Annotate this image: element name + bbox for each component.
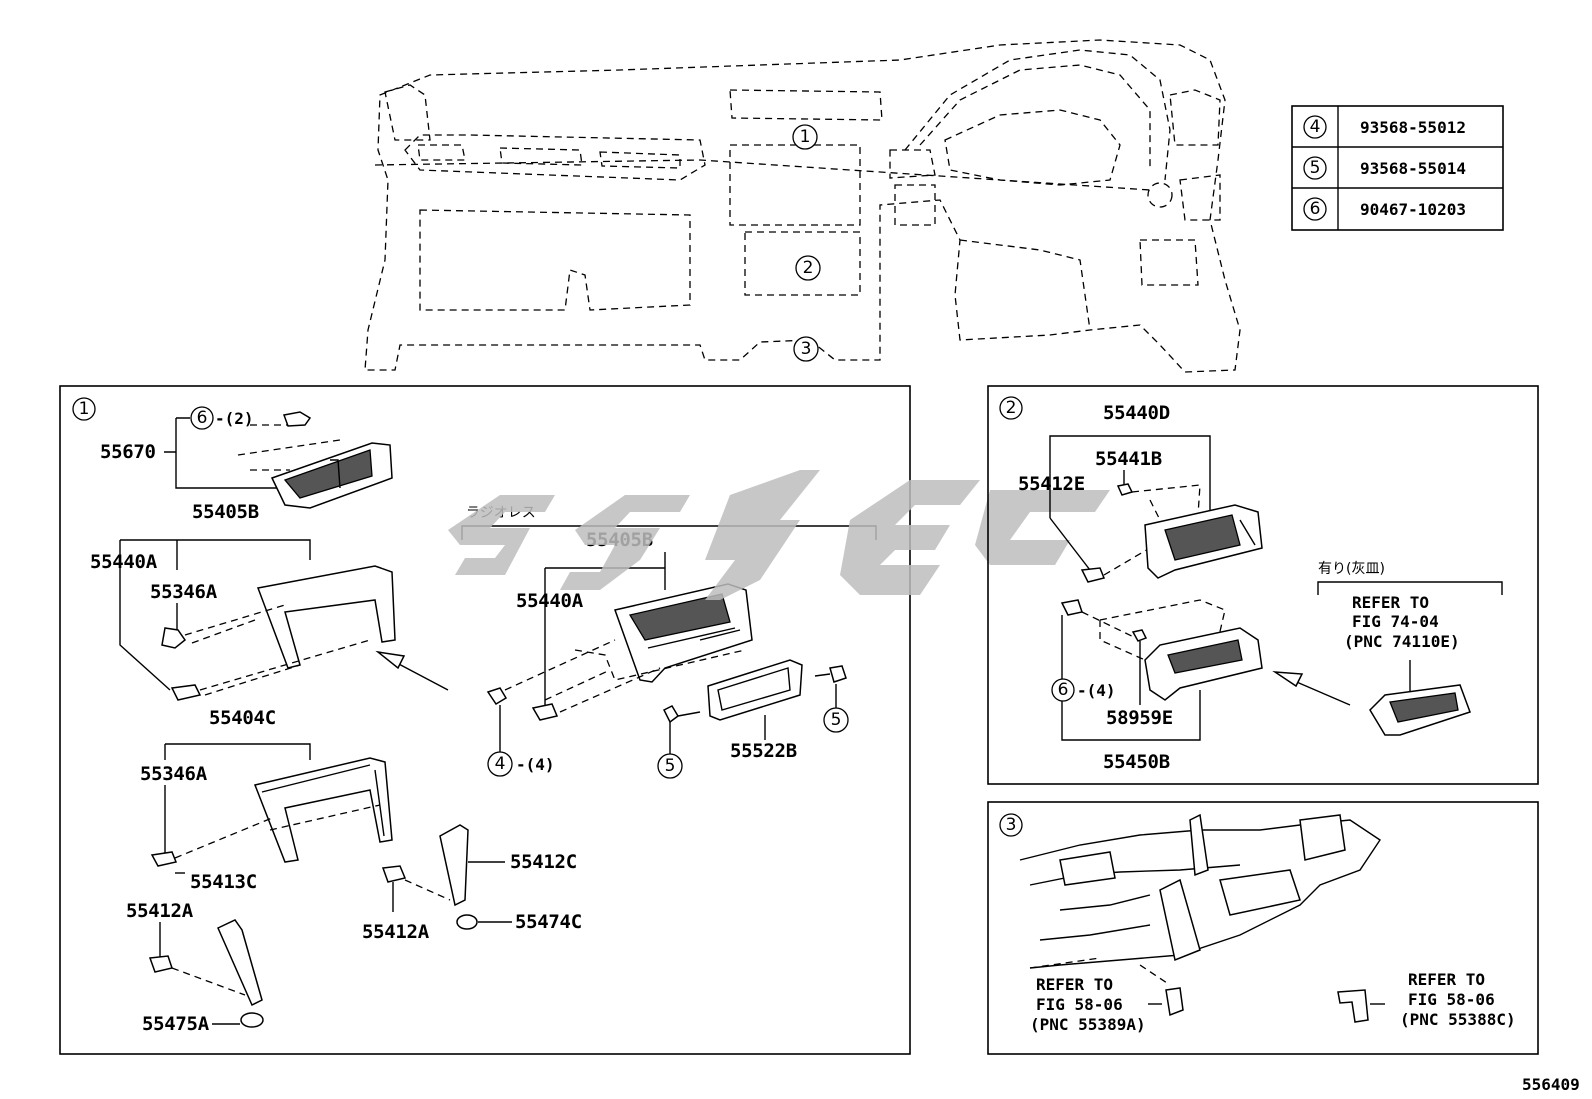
part-55412A-right-label: 55412A: [362, 921, 430, 943]
panel-2-number: 2: [1006, 398, 1017, 418]
refer-55389A-line2: FIG 58-06: [1036, 995, 1123, 1014]
figure-id: 556409: [1522, 1075, 1580, 1094]
ref-5-right-callout: 5: [831, 710, 842, 730]
part-55404C-label: 55404C: [209, 707, 276, 729]
fastener-table: 4 93568-55012 5 93568-55014 6 90467-1020…: [1291, 105, 1504, 231]
table-part-6: 90467-10203: [1360, 200, 1466, 219]
qty-4-label: -(4): [516, 755, 555, 774]
ref-6-panel2-callout: 6: [1058, 680, 1069, 700]
refer-55388C-line1: REFER TO: [1408, 970, 1485, 989]
part-55346A-top-label: 55346A: [150, 581, 218, 603]
qty-4-panel2-label: -(4): [1077, 681, 1116, 700]
part-55412A-left-label: 55412A: [126, 900, 194, 922]
callout-3: 3: [801, 339, 812, 359]
table-ref-5: 5: [1310, 158, 1321, 178]
refer-55388C-line3: (PNC 55388C): [1400, 1010, 1516, 1029]
part-55475A-label: 55475A: [142, 1013, 210, 1035]
part-55412C-label: 55412C: [510, 851, 577, 873]
refer-55388C-line2: FIG 58-06: [1408, 990, 1495, 1009]
ref-6-callout: 6: [197, 408, 208, 428]
watermark-logo: [448, 470, 1110, 600]
ref-5-left-callout: 5: [665, 756, 676, 776]
part-55405B-left-label: 55405B: [192, 501, 259, 523]
panel-1-number: 1: [79, 399, 90, 419]
part-55522B-label: 55522B: [730, 740, 797, 762]
refer-fig-74-line1: REFER TO: [1352, 593, 1429, 612]
part-58959E-label: 58959E: [1106, 707, 1173, 729]
refer-55389A-line3: (PNC 55389A): [1030, 1015, 1146, 1034]
qty-2-label: -(2): [215, 409, 254, 428]
part-55440A-left-label: 55440A: [90, 551, 158, 573]
part-55474C-label: 55474C: [515, 911, 582, 933]
part-55413C-label: 55413C: [190, 871, 257, 893]
part-55670-label: 55670: [100, 441, 156, 463]
callout-2: 2: [803, 258, 814, 278]
refer-fig-74-line2: FIG 74-04: [1352, 612, 1439, 631]
ref-4-callout: 4: [495, 754, 506, 774]
panel-3-number: 3: [1006, 815, 1017, 835]
table-ref-6: 6: [1310, 199, 1321, 219]
table-part-4: 93568-55012: [1360, 118, 1466, 137]
part-55440A-right-label: 55440A: [516, 590, 584, 612]
table-ref-4: 4: [1310, 117, 1321, 137]
callout-1: 1: [800, 127, 811, 147]
part-55440D-label: 55440D: [1103, 402, 1170, 424]
refer-fig-74-line3: (PNC 74110E): [1344, 632, 1460, 651]
table-part-5: 93568-55014: [1360, 159, 1466, 178]
panel-3: 3 REFER TO FIG 58-06 (PNC 55389A) REFER …: [987, 801, 1539, 1055]
overview-callouts: 1 2 3: [792, 124, 821, 362]
part-55412E-label: 55412E: [1018, 473, 1085, 495]
part-55346A-bottom-label: 55346A: [140, 763, 208, 785]
dashboard-overview: [364, 39, 1241, 373]
panel-1: 1 6 -(2) 55670 55405B 55440A 55346A 5540…: [59, 385, 911, 1055]
panel-2: 2 55440D 55441B 55412E 6 -(4) 58959E 554…: [987, 385, 1539, 785]
ashtray-label: 有り(灰皿): [1318, 561, 1385, 577]
refer-55389A-line1: REFER TO: [1036, 975, 1113, 994]
part-55441B-label: 55441B: [1095, 448, 1162, 470]
part-55450B-label: 55450B: [1103, 751, 1170, 773]
